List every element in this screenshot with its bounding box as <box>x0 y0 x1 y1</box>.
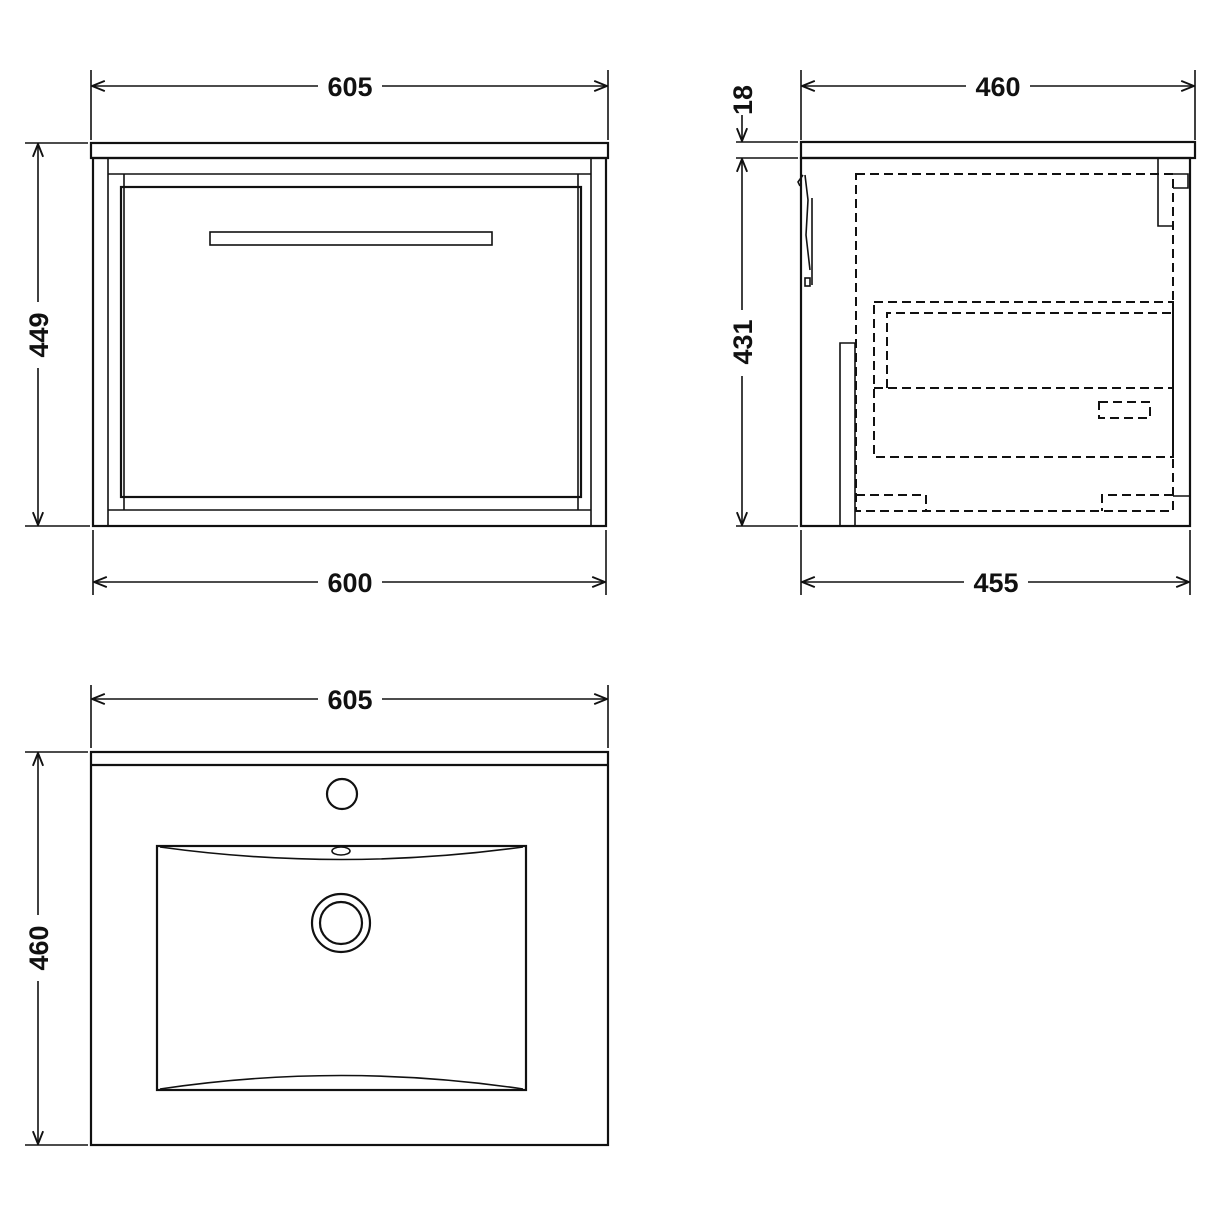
dimension-label: 605 <box>327 72 372 102</box>
dimension-front-top: 605 <box>90 70 609 140</box>
drawer-handle <box>209 231 493 246</box>
front-view <box>89 141 610 528</box>
hidden-runners <box>856 494 1173 511</box>
dimension-plan-depth: 460 <box>22 751 88 1146</box>
plan-view <box>89 750 610 1147</box>
dimension-label: 18 <box>728 85 758 115</box>
basin-bowl <box>155 844 528 1092</box>
dimension-side-worktop: 18 <box>728 85 798 159</box>
dimension-label: 460 <box>975 72 1020 102</box>
hidden-handle <box>1098 401 1151 419</box>
dimension-side-top: 460 <box>800 70 1196 140</box>
bowl-rim-top <box>159 846 524 861</box>
dimension-label: 431 <box>728 319 758 364</box>
worktop <box>799 140 1197 160</box>
dimension-side-bottom: 455 <box>800 530 1191 598</box>
dimension-label: 605 <box>327 685 372 715</box>
wall-bracket <box>797 174 813 285</box>
dimension-label: 449 <box>24 312 54 357</box>
basin-top <box>89 750 610 1147</box>
carcass <box>91 156 608 528</box>
dimension-plan-width: 605 <box>90 683 609 748</box>
dimension-front-bottom: 600 <box>92 530 607 598</box>
tap-hole <box>325 777 359 811</box>
worktop <box>89 141 610 160</box>
bowl-rim-bottom <box>159 1074 524 1090</box>
inner-frame <box>107 157 592 527</box>
dimension-label: 600 <box>327 568 372 598</box>
carcass <box>799 156 1192 528</box>
dimension-label: 455 <box>973 568 1018 598</box>
waste-inner <box>318 900 364 946</box>
side-panel <box>839 342 856 526</box>
dimension-front-height: 449 <box>22 142 90 527</box>
hidden-drawer-box <box>873 301 1174 458</box>
drawer-front <box>119 185 583 499</box>
dimension-label: 460 <box>24 925 54 970</box>
dimension-side-height: 431 <box>726 159 798 527</box>
overflow <box>331 846 351 856</box>
hidden-carcass-outline <box>855 173 1174 512</box>
side-view <box>797 140 1197 528</box>
waste-outer <box>310 892 372 954</box>
